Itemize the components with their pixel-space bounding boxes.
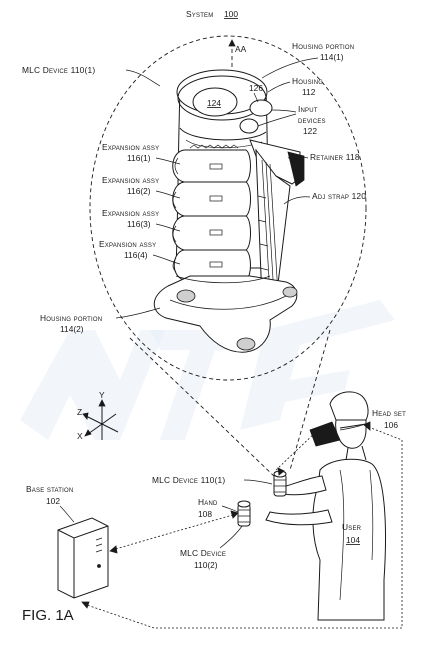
leader-housing-portion-bottom [115, 307, 161, 319]
label-expansion-4-num: 116(4) [124, 250, 148, 260]
leader-mlc-bottom [219, 525, 243, 549]
label-housing-num: 112 [302, 87, 316, 97]
link-device1-to-headset [275, 429, 319, 471]
label-aa: AA [235, 44, 247, 54]
label-input-devices-1: Input [298, 104, 318, 114]
label-mlc-device-top: MLC Device 110(1) [22, 65, 95, 75]
label-housing-portion-top: Housing portion [292, 41, 354, 51]
label-base-station: Base station [26, 484, 73, 494]
arrow-base-left [109, 545, 118, 554]
leader-expansion-4 [152, 254, 181, 265]
label-expansion-4: Expansion assy [99, 239, 156, 249]
leader-base-station [59, 505, 75, 523]
label-expansion-1-num: 116(1) [127, 153, 151, 163]
label-head-set: Head set [372, 408, 406, 418]
magnification-ellipse [89, 35, 367, 381]
system-label: System [186, 9, 213, 19]
label-input-devices-2: devices [298, 115, 326, 125]
leader-mlc-mid [243, 479, 273, 485]
base-station [57, 517, 109, 599]
mlc-device-small-2 [237, 500, 251, 527]
leader-adj-strap [283, 196, 311, 205]
axis-z-label: Z [77, 407, 82, 417]
display-124 [192, 87, 238, 117]
system-title: System 100 [186, 9, 238, 19]
label-base-station-num: 102 [46, 496, 60, 506]
arrow-base-bottom [81, 601, 90, 609]
label-input-devices-num: 122 [303, 126, 317, 136]
arrow-headset-right [363, 421, 371, 431]
label-hand: Hand [198, 497, 218, 507]
adj-strap [255, 148, 291, 301]
label-housing-portion-bottom-num: 114(2) [60, 324, 84, 334]
leader-housing [267, 81, 291, 93]
label-expansion-1: Expansion assy [102, 142, 159, 152]
label-mlc-device-bottom-1: MLC Device [180, 548, 226, 558]
arrow-device2 [230, 510, 239, 519]
leader-expansion-1 [155, 157, 181, 165]
label-mlc-device-mid: MLC Device 110(1) [152, 475, 225, 485]
leader-hand [221, 505, 239, 513]
axis-x-label: X [77, 431, 83, 441]
link-base-to-headset [83, 425, 403, 629]
leader-expansion-2 [155, 190, 181, 199]
leader-housing-portion-top [261, 57, 319, 79]
mlc-device-small-1 [273, 470, 287, 497]
input-button-large [249, 99, 273, 117]
watermark [20, 300, 395, 440]
label-126: 126 [249, 83, 263, 93]
mlc-device-large [153, 69, 305, 353]
leader-input-devices [257, 109, 297, 127]
leader-retainer [287, 156, 309, 159]
system-number: 100 [224, 9, 238, 19]
headset [309, 421, 341, 447]
axis-aa-arrow [228, 39, 236, 47]
arrow-device1 [277, 467, 285, 476]
label-expansion-3-num: 116(3) [127, 219, 151, 229]
label-housing: Housing [292, 76, 323, 86]
input-button-small [239, 118, 259, 134]
user-figure [265, 391, 386, 621]
label-expansion-2-num: 116(2) [127, 186, 151, 196]
label-expansion-3: Expansion assy [102, 208, 159, 218]
fig-label: FIG. 1A [22, 607, 74, 624]
axis-y-label: Y [99, 390, 105, 400]
link-base-to-device2 [111, 513, 237, 551]
projection-line-right [289, 329, 331, 471]
label-housing-portion-top-num: 114(1) [320, 52, 344, 62]
leader-expansion-3 [155, 223, 181, 232]
label-mlc-device-bottom-2: 110(2) [194, 560, 218, 570]
label-head-set-num: 106 [384, 420, 398, 430]
projection-line-left [129, 337, 277, 479]
label-expansion-2: Expansion assy [102, 175, 159, 185]
label-user-num: 104 [346, 535, 360, 545]
label-124: 124 [207, 98, 221, 108]
label-user: User [342, 522, 362, 532]
label-hand-num: 108 [198, 509, 212, 519]
label-retainer: Retainer 118 [310, 152, 360, 162]
axis-triad: Y Z X [77, 390, 119, 441]
label-housing-portion-bottom: Housing portion [40, 313, 102, 323]
arrow-headset [312, 427, 321, 436]
label-adj-strap: Adj strap 120 [312, 191, 366, 201]
leader-126 [253, 92, 259, 103]
leader-mlc-top [125, 69, 161, 87]
expansion-stack [172, 149, 251, 281]
